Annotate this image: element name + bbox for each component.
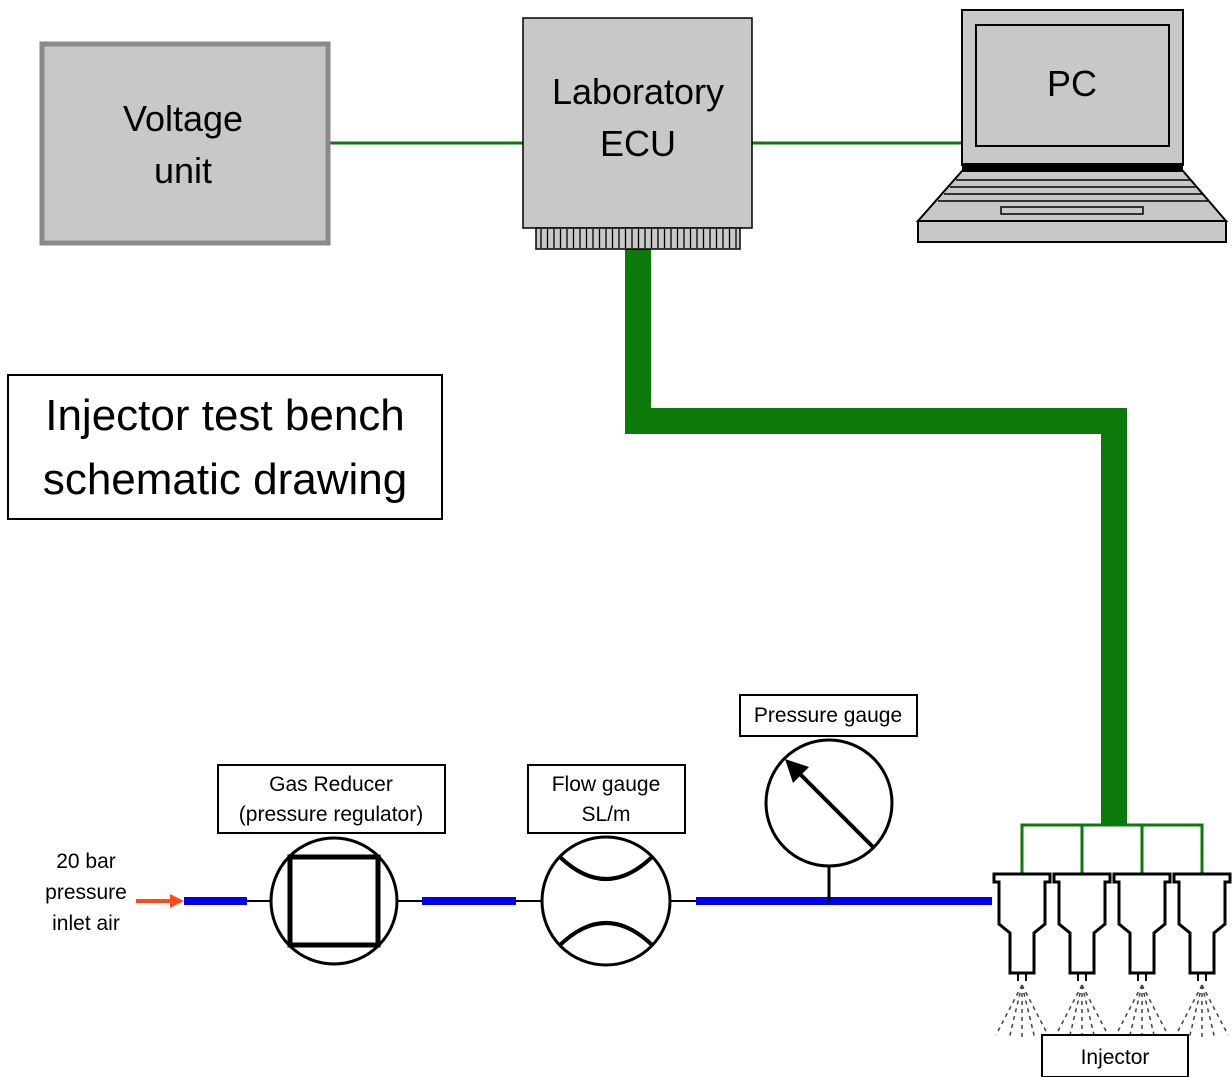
pc-label: PC	[1047, 63, 1097, 104]
ecu-injector-harness	[625, 249, 1127, 825]
voltage-unit-label-line1: Voltage	[123, 98, 243, 139]
injector-icon	[1172, 872, 1232, 1041]
ecu-label-line2: ECU	[600, 123, 676, 164]
voltage-unit-label-line2: unit	[154, 150, 212, 191]
injector-icon	[1112, 872, 1172, 1041]
diagram-title-line2: schematic drawing	[43, 455, 407, 504]
ecu-connector-pins	[535, 227, 741, 250]
flow-gauge-label-box: Flow gauge SL/m	[527, 764, 686, 834]
injector-rail	[992, 872, 1232, 1041]
injector-label-box: Injector	[1041, 1034, 1189, 1077]
gas-reducer-label-line2: (pressure regulator)	[239, 803, 423, 826]
ecu-box: Laboratory ECU	[522, 17, 753, 250]
injector-icon	[1052, 872, 1112, 1041]
inlet-label-line3: inlet air	[52, 912, 120, 935]
flow-gauge-symbol	[540, 835, 672, 967]
inlet-arrow	[136, 894, 184, 908]
diagram-title-line1: Injector test bench	[45, 391, 405, 440]
gas-reducer-label-box: Gas Reducer (pressure regulator)	[217, 764, 446, 834]
inlet-label-line2: pressure	[45, 881, 127, 904]
voltage-unit-box: Voltage unit	[39, 41, 331, 246]
injector-label: Injector	[1081, 1046, 1150, 1069]
inlet-label: 20 bar pressure inlet air	[45, 850, 127, 935]
diagram-title-box: Injector test bench schematic drawing	[7, 374, 443, 520]
flow-gauge-label-line2: SL/m	[581, 803, 630, 826]
injector-wiring	[1020, 823, 1204, 874]
injector-icon	[992, 872, 1052, 1041]
ecu-label-line1: Laboratory	[552, 71, 724, 112]
flow-gauge-label-line1: Flow gauge	[552, 773, 661, 796]
pressure-gauge-label-box: Pressure gauge	[739, 694, 918, 737]
pressure-gauge-symbol	[764, 738, 894, 901]
inlet-label-line1: 20 bar	[56, 850, 116, 873]
pressure-gauge-label: Pressure gauge	[754, 704, 902, 727]
gas-reducer-label-line1: Gas Reducer	[269, 773, 393, 796]
laptop-icon: PC	[915, 9, 1229, 243]
gas-reducer-symbol	[269, 836, 399, 966]
